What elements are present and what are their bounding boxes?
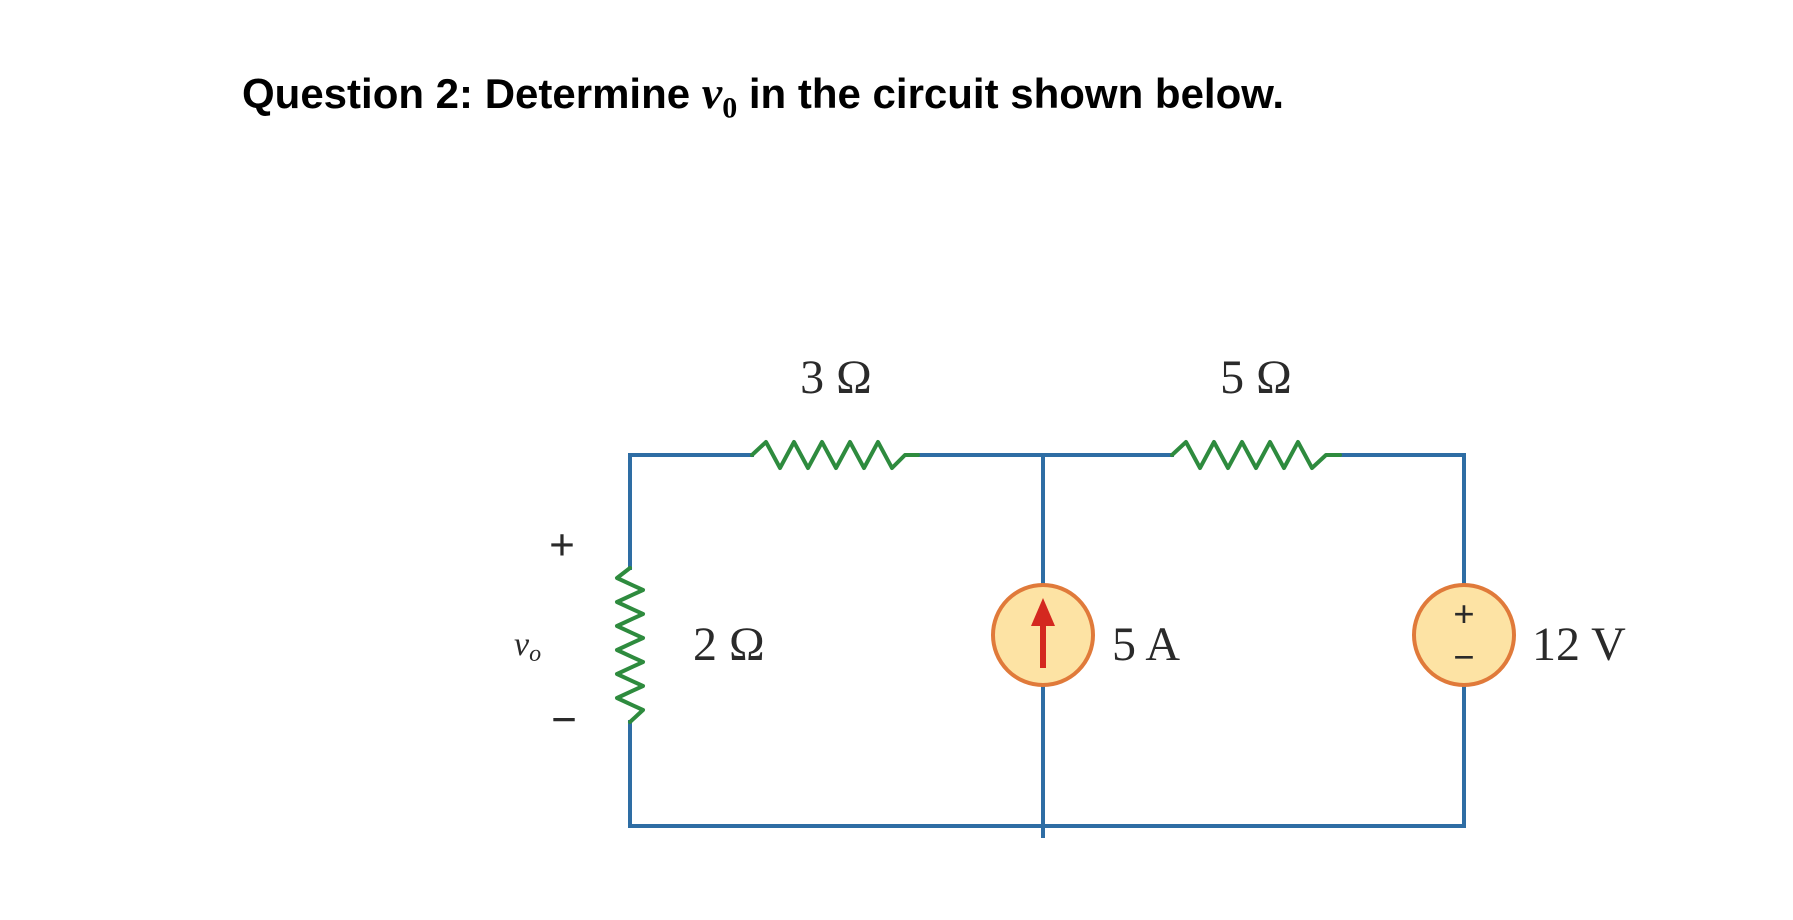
question-variable: v xyxy=(701,67,723,118)
question-prefix: Question 2: Determine xyxy=(242,70,691,117)
wire-left-bottom xyxy=(628,720,1466,828)
label-5a: 5 A xyxy=(1112,618,1180,671)
voltage-source: + − xyxy=(1412,583,1516,687)
label-3ohm: 3 Ω xyxy=(800,351,872,404)
voltage-source-minus: − xyxy=(1453,637,1475,679)
wire-top-left xyxy=(628,453,754,570)
resistor-2ohm xyxy=(615,566,645,724)
resistor-5ohm xyxy=(1170,440,1342,470)
resistors xyxy=(615,440,1342,724)
voltage-source-circle xyxy=(1412,583,1516,687)
question-suffix: in the circuit shown below. xyxy=(748,70,1285,117)
vo-sub: o xyxy=(529,641,541,667)
wire-top-right xyxy=(1338,453,1466,587)
vo-minus: − xyxy=(551,694,577,745)
vo-label: vo xyxy=(514,626,541,667)
label-2ohm: 2 Ω xyxy=(693,618,765,671)
circuit-wires xyxy=(628,453,1466,838)
label-12v: 12 V xyxy=(1532,618,1626,671)
vo-var: v xyxy=(514,626,530,663)
current-source xyxy=(991,583,1095,687)
question-subscript: 0 xyxy=(722,91,738,125)
resistor-3ohm xyxy=(750,440,920,470)
voltage-source-plus: + xyxy=(1453,594,1475,636)
current-source-arrow-head xyxy=(1031,598,1055,626)
question-text: Question 2: Determine v0 in the circuit … xyxy=(242,66,1284,125)
label-5ohm: 5 Ω xyxy=(1220,351,1292,404)
vo-plus: + xyxy=(549,519,575,570)
